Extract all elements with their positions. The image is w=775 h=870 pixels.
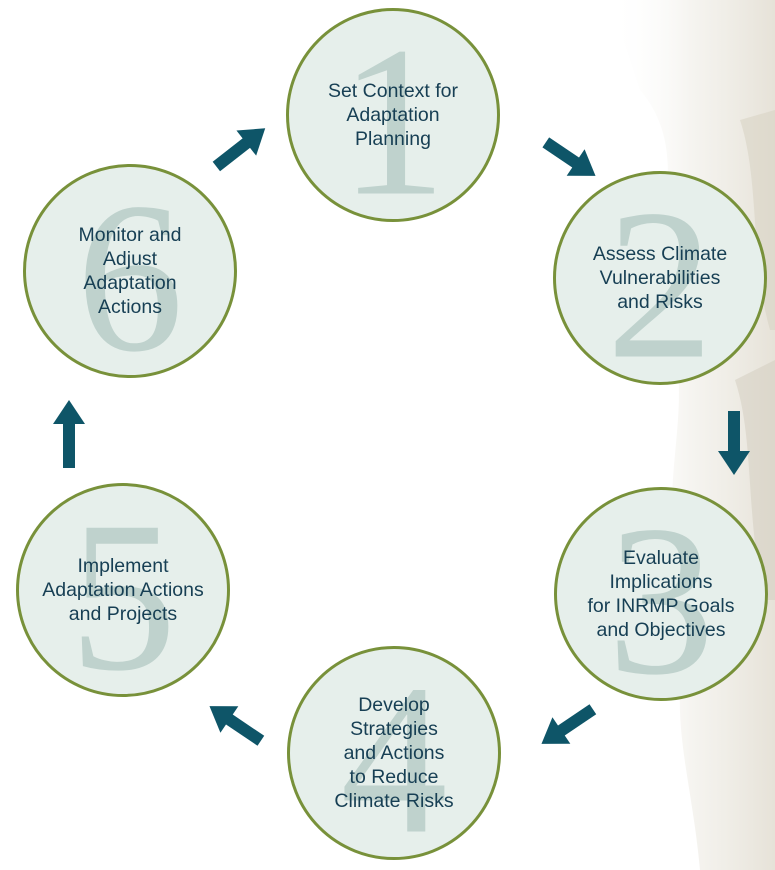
step-1-label: Set Context for Adaptation Planning bbox=[327, 80, 459, 150]
step-6-circle: 6 Monitor and Adjust Adaptation Actions bbox=[23, 164, 237, 378]
step-5-number: 5 bbox=[69, 483, 177, 697]
step-5-label: Implement Adaptation Actions and Project… bbox=[42, 555, 204, 625]
arrow-6-to-1 bbox=[212, 128, 266, 172]
step-1-number: 1 bbox=[339, 8, 447, 222]
step-5-circle: 5 Implement Adaptation Actions and Proje… bbox=[16, 483, 230, 697]
arrow-2-to-3 bbox=[718, 411, 750, 475]
step-4-circle: 4 Develop Strategies and Actions to Redu… bbox=[287, 646, 501, 860]
step-2-number: 2 bbox=[606, 171, 714, 385]
arrow-5-to-6 bbox=[53, 400, 85, 468]
step-3-circle: 3 Evaluate Implications for INRMP Goals … bbox=[554, 487, 768, 701]
arrow-1-to-2 bbox=[542, 137, 596, 176]
step-2-label: Assess Climate Vulnerabilities and Risks bbox=[592, 243, 728, 313]
step-6-number: 6 bbox=[76, 164, 184, 378]
step-6-label: Monitor and Adjust Adaptation Actions bbox=[78, 224, 182, 318]
step-1-circle: 1 Set Context for Adaptation Planning bbox=[286, 8, 500, 222]
step-2-circle: 2 Assess Climate Vulnerabilities and Ris… bbox=[553, 171, 767, 385]
arrow-3-to-4 bbox=[541, 704, 597, 744]
step-3-number: 3 bbox=[607, 487, 715, 701]
step-4-label: Develop Strategies and Actions to Reduce… bbox=[334, 694, 454, 812]
step-3-label: Evaluate Implications for INRMP Goals an… bbox=[587, 547, 735, 641]
step-4-number: 4 bbox=[340, 646, 448, 860]
arrow-4-to-5 bbox=[209, 706, 265, 746]
